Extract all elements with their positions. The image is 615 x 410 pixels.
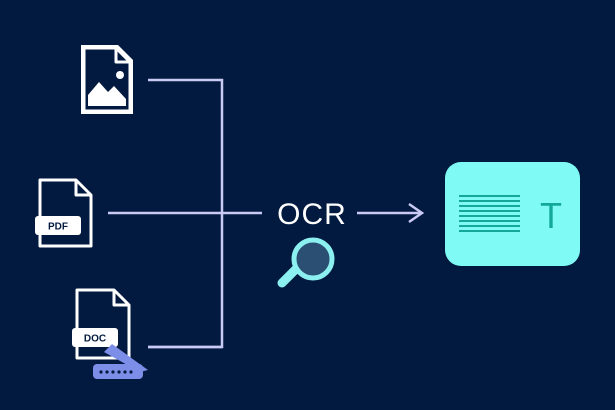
pdf-tag: PDF (48, 222, 68, 233)
image-file-icon (81, 45, 133, 114)
arrow-head (408, 202, 425, 224)
doc-file-icon: DOC (72, 288, 131, 360)
output-card (445, 162, 580, 266)
text-lines (459, 195, 520, 232)
magnifier-icon (277, 237, 335, 288)
doc-tag: DOC (84, 334, 106, 345)
text-document-icon: T (445, 162, 580, 266)
pdf-file-icon: PDF (35, 178, 93, 248)
output-glyph: T (540, 195, 562, 236)
ocr-label: OCR (277, 198, 347, 231)
scanner-icon (93, 344, 148, 379)
connector-lines (108, 78, 425, 349)
